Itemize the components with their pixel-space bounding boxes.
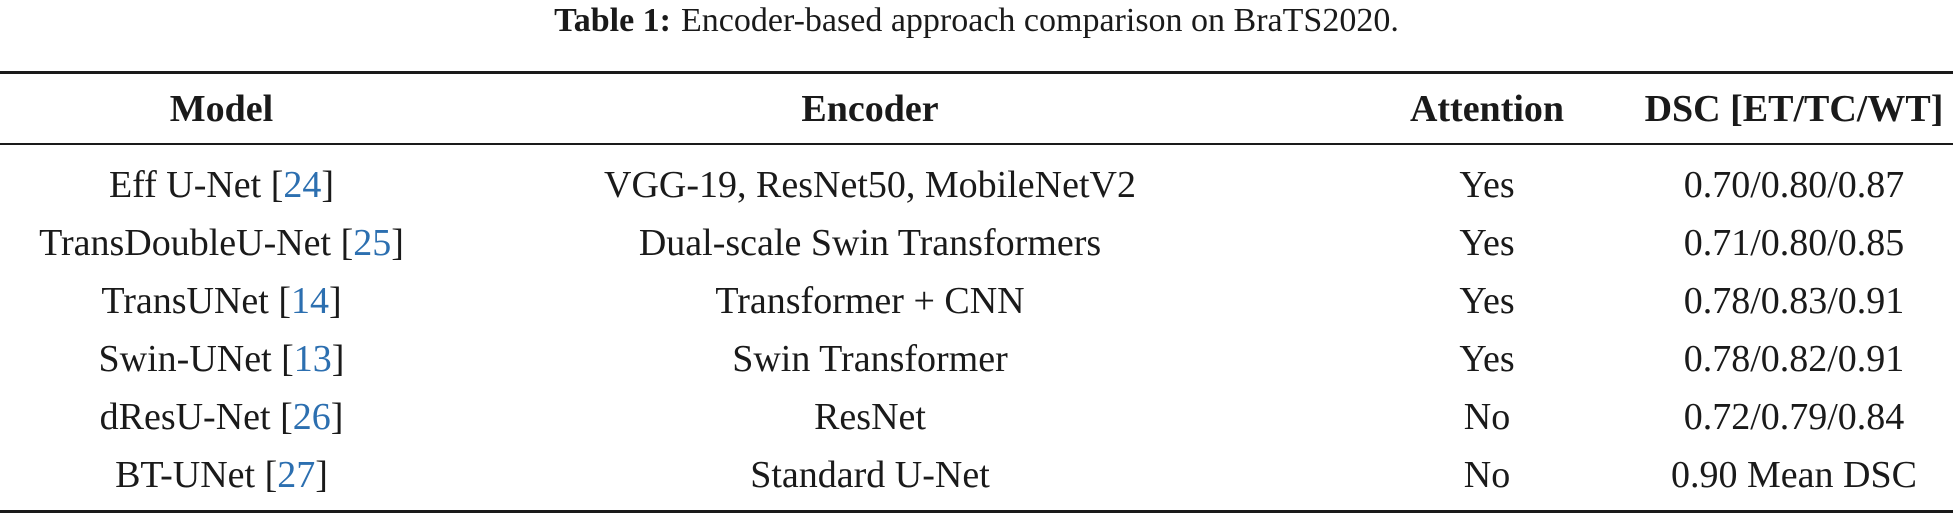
cell-dsc: 0.72/0.79/0.84 — [1683, 396, 1905, 438]
cell-attention: Yes — [1459, 280, 1515, 322]
column-header-dsc: DSC [ET/TC/WT] — [1644, 88, 1944, 130]
cell-attention: No — [1463, 396, 1511, 438]
table-header-rule — [0, 143, 1953, 145]
cell-model: Eff U-Net [24] — [108, 164, 335, 206]
model-name: BT-UNet — [115, 454, 256, 496]
column-header-model: Model — [169, 88, 274, 130]
table-top-rule — [0, 71, 1953, 74]
cell-model: dResU-Net [26] — [99, 396, 344, 438]
model-name: TransUNet — [101, 280, 269, 322]
cell-model: TransUNet [14] — [101, 280, 342, 322]
cell-encoder: Transformer + CNN — [715, 280, 1025, 322]
cell-encoder: VGG-19, ResNet50, MobileNetV2 — [604, 164, 1136, 206]
citation-link[interactable]: 24 — [283, 164, 322, 206]
citation-link[interactable]: 14 — [291, 280, 329, 322]
cell-model: Swin-UNet [13] — [98, 338, 345, 380]
cell-dsc: 0.78/0.82/0.91 — [1683, 338, 1905, 380]
table-caption-label: Table 1: — [554, 2, 671, 39]
model-name: TransDoubleU-Net — [39, 222, 332, 264]
cell-encoder: Dual-scale Swin Transformers — [638, 222, 1102, 264]
cell-dsc: 0.78/0.83/0.91 — [1683, 280, 1905, 322]
table-caption: Table 1: Encoder-based approach compariso… — [0, 0, 1953, 42]
column-header-attention: Attention — [1409, 88, 1565, 130]
model-name: Swin-UNet — [98, 338, 272, 380]
table-bottom-rule — [0, 510, 1953, 513]
cell-encoder: ResNet — [814, 396, 926, 438]
model-name: Eff U-Net — [108, 164, 262, 206]
table-caption-text: Encoder-based approach comparison on Bra… — [681, 2, 1399, 39]
citation-link[interactable]: 26 — [292, 396, 331, 438]
citation-link[interactable]: 13 — [293, 338, 332, 380]
citation-link[interactable]: 27 — [277, 454, 316, 496]
model-name: dResU-Net — [99, 396, 271, 438]
cell-dsc: 0.90 Mean DSC — [1671, 454, 1917, 496]
cell-attention: Yes — [1459, 338, 1515, 380]
column-header-encoder: Encoder — [801, 88, 939, 130]
cell-dsc: 0.71/0.80/0.85 — [1683, 222, 1905, 264]
cell-attention: Yes — [1459, 164, 1515, 206]
cell-model: BT-UNet [27] — [115, 454, 328, 496]
cell-model: TransDoubleU-Net [25] — [39, 222, 404, 264]
citation-link[interactable]: 25 — [353, 222, 392, 264]
cell-dsc: 0.70/0.80/0.87 — [1683, 164, 1905, 206]
cell-encoder: Swin Transformer — [732, 338, 1008, 380]
cell-encoder: Standard U-Net — [750, 454, 990, 496]
cell-attention: Yes — [1459, 222, 1515, 264]
cell-attention: No — [1463, 454, 1511, 496]
